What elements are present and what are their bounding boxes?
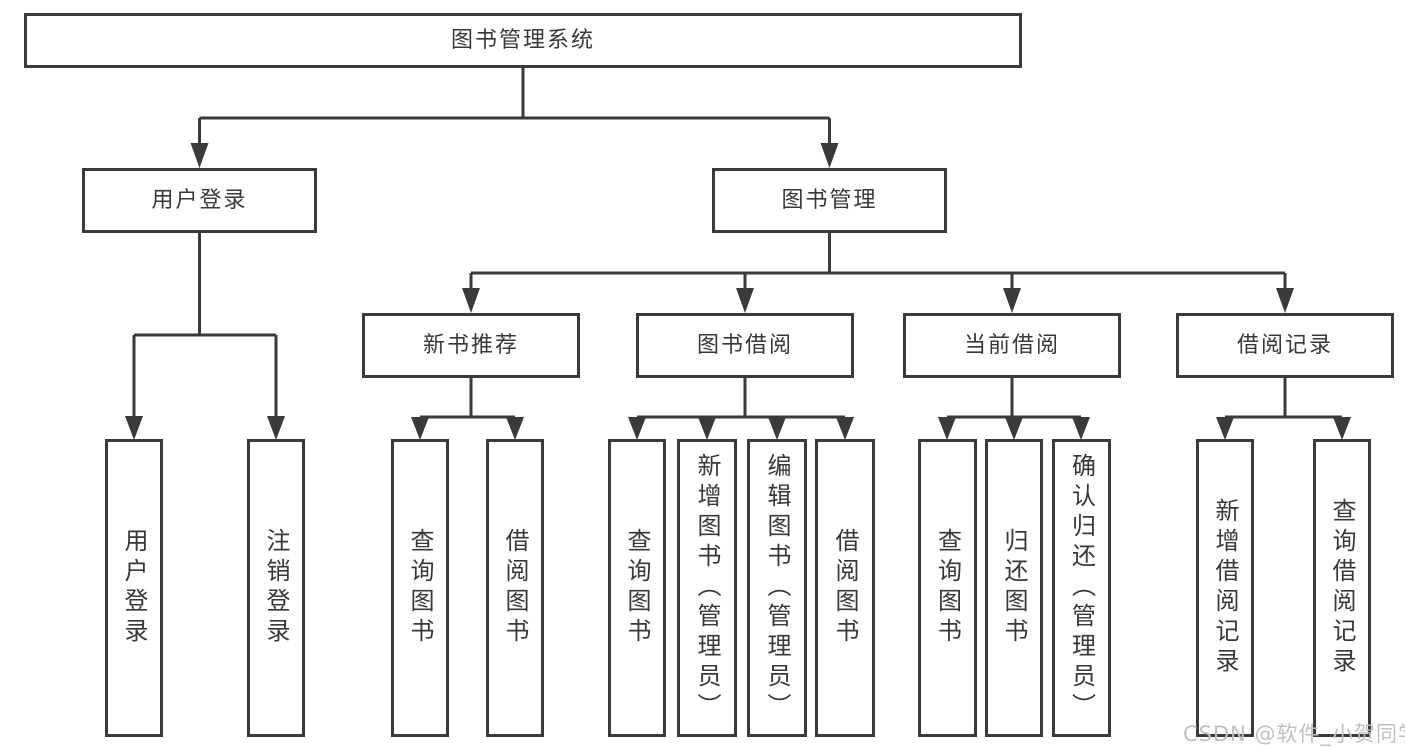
leaf-edit-books-admin: 编辑图书（管理员）: [747, 439, 807, 737]
leaf-add-books-admin: 新增图书（管理员）: [677, 439, 737, 737]
node-current-borrowing: 当前借阅: [903, 313, 1121, 378]
leaf-logout: 注销登录: [247, 439, 305, 737]
leaf-borrow-books-borrowing: 借阅图书: [815, 439, 875, 737]
leaf-query-books-recommend: 查询图书: [391, 439, 449, 737]
node-library-management-system: 图书管理系统: [24, 13, 1022, 68]
leaf-user-login: 用户登录: [105, 439, 163, 737]
leaf-return-books: 归还图书: [985, 439, 1043, 737]
watermark: CSDN @软件_小贺同学: [1183, 722, 1405, 746]
node-borrowing-records: 借阅记录: [1176, 313, 1394, 378]
leaf-query-borrow-record: 查询借阅记录: [1313, 439, 1371, 737]
leaf-query-books-current: 查询图书: [918, 439, 977, 737]
node-book-borrowing: 图书借阅: [636, 313, 854, 378]
leaf-confirm-return-admin: 确认归还（管理员）: [1052, 439, 1111, 737]
leaf-query-books-borrowing: 查询图书: [608, 439, 666, 737]
node-new-book-recommendation: 新书推荐: [362, 313, 580, 378]
node-user-login: 用户登录: [82, 168, 317, 233]
node-book-management: 图书管理: [712, 168, 947, 233]
leaf-add-borrow-record: 新增借阅记录: [1196, 439, 1254, 737]
leaf-borrow-books-recommend: 借阅图书: [486, 439, 544, 737]
